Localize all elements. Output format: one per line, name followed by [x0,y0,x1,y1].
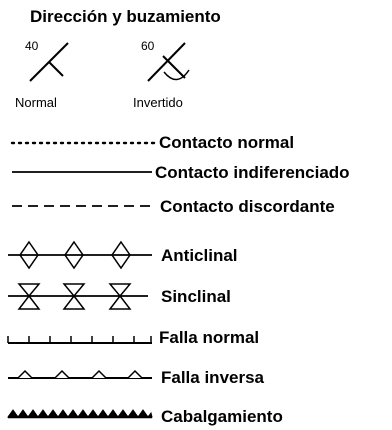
syncline-symbol [8,283,148,310]
strike-dip-normal-symbol [29,42,69,82]
contact-undifferentiated-label: Contacto indiferenciado [155,163,350,182]
contact-unconformable-label: Contacto discordante [160,197,335,216]
anticline-label: Anticlinal [161,246,238,265]
contact-normal-label: Contacto normal [159,133,294,152]
reverse-fault-symbol [8,369,152,379]
reverse-fault-label: Falla inversa [161,368,265,387]
thrust-fault-label: Cabalgamiento [161,407,283,426]
strike-dip-normal-label: Normal [15,95,57,110]
strike-dip-inverted-label: Invertido [133,95,183,110]
legend-title: Dirección y buzamiento [30,7,221,26]
strike-dip-inverted-symbol [147,42,190,82]
thrust-fault-symbol [7,409,153,419]
normal-fault-label: Falla normal [159,328,259,347]
syncline-label: Sinclinal [161,287,231,306]
anticline-symbol [8,240,152,270]
normal-fault-symbol [7,336,152,344]
strike-dip-inverted-angle: 60 [141,39,155,53]
strike-dip-normal-angle: 40 [25,39,39,53]
